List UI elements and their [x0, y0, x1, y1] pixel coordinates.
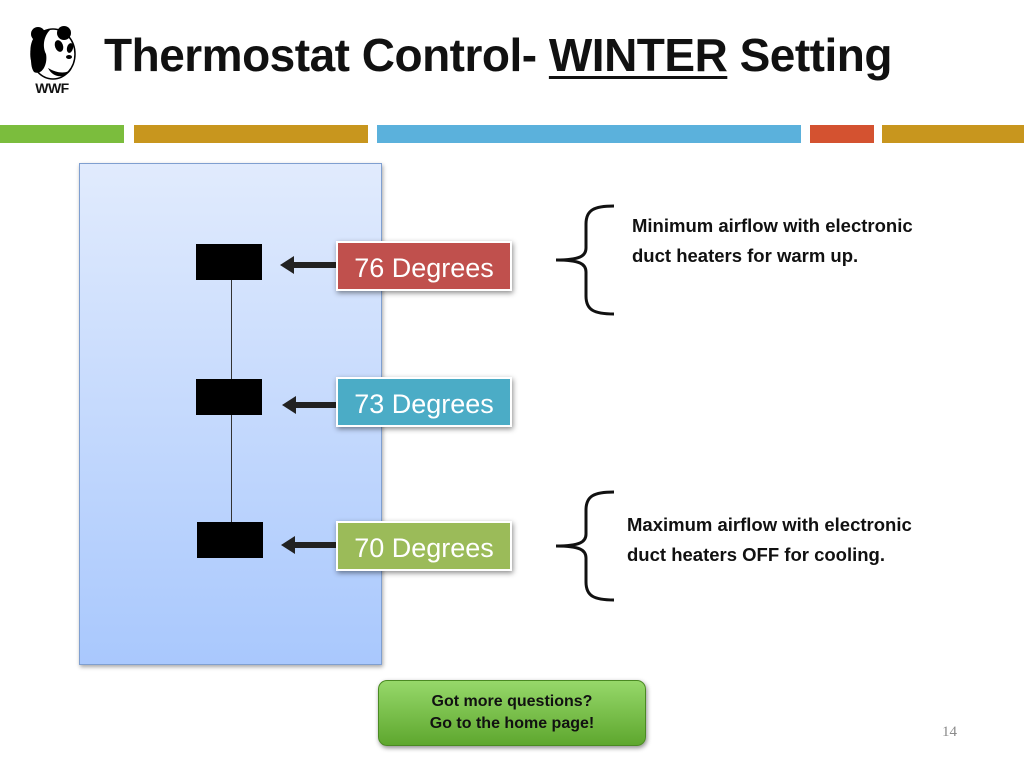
- home-page-button[interactable]: Got more questions? Go to the home page!: [378, 680, 646, 746]
- switch-73: [196, 379, 262, 415]
- switch-track-upper: [231, 280, 232, 380]
- switch-76: [196, 244, 262, 280]
- wwf-logo: WWF: [24, 24, 80, 96]
- home-button-line1: Got more questions?: [431, 693, 593, 710]
- color-bar-blue: [377, 125, 801, 143]
- note-warm-up: Minimum airflow with electronic duct hea…: [632, 211, 913, 271]
- arrow-left-icon: [282, 396, 340, 414]
- slide-number: 14: [942, 724, 957, 740]
- title-emphasis: WINTER: [548, 29, 728, 81]
- note-cooling-line1: Maximum airflow with electronic: [627, 514, 912, 535]
- setting-76-label: 76 Degrees: [336, 241, 512, 291]
- color-bar-red: [810, 125, 874, 143]
- title-prefix: Thermostat Control-: [104, 29, 549, 81]
- note-cooling: Maximum airflow with electronic duct hea…: [627, 510, 912, 570]
- logo-text: WWF: [35, 80, 69, 96]
- note-warm-up-line2: duct heaters for warm up.: [632, 245, 859, 266]
- note-cooling-line2: duct heaters OFF for cooling.: [627, 544, 885, 565]
- arrow-left-icon: [280, 256, 338, 274]
- color-bar-green: [0, 125, 124, 143]
- switch-track-lower: [231, 414, 232, 524]
- note-warm-up-line1: Minimum airflow with electronic: [632, 215, 913, 236]
- title-suffix: Setting: [727, 29, 893, 81]
- color-bar-gold: [134, 125, 368, 143]
- thermostat-panel: [79, 163, 382, 665]
- brace-top: [552, 204, 616, 316]
- page-title: Thermostat Control- WINTER Setting: [104, 28, 892, 82]
- brace-bottom: [552, 490, 616, 602]
- switch-70: [197, 522, 263, 558]
- home-button-line2: Go to the home page!: [429, 715, 595, 732]
- setting-70-label: 70 Degrees: [336, 521, 512, 571]
- setting-73-label: 73 Degrees: [336, 377, 512, 427]
- arrow-left-icon: [281, 536, 339, 554]
- color-bar-gold-right: [882, 125, 1024, 143]
- panda-icon: [30, 26, 76, 80]
